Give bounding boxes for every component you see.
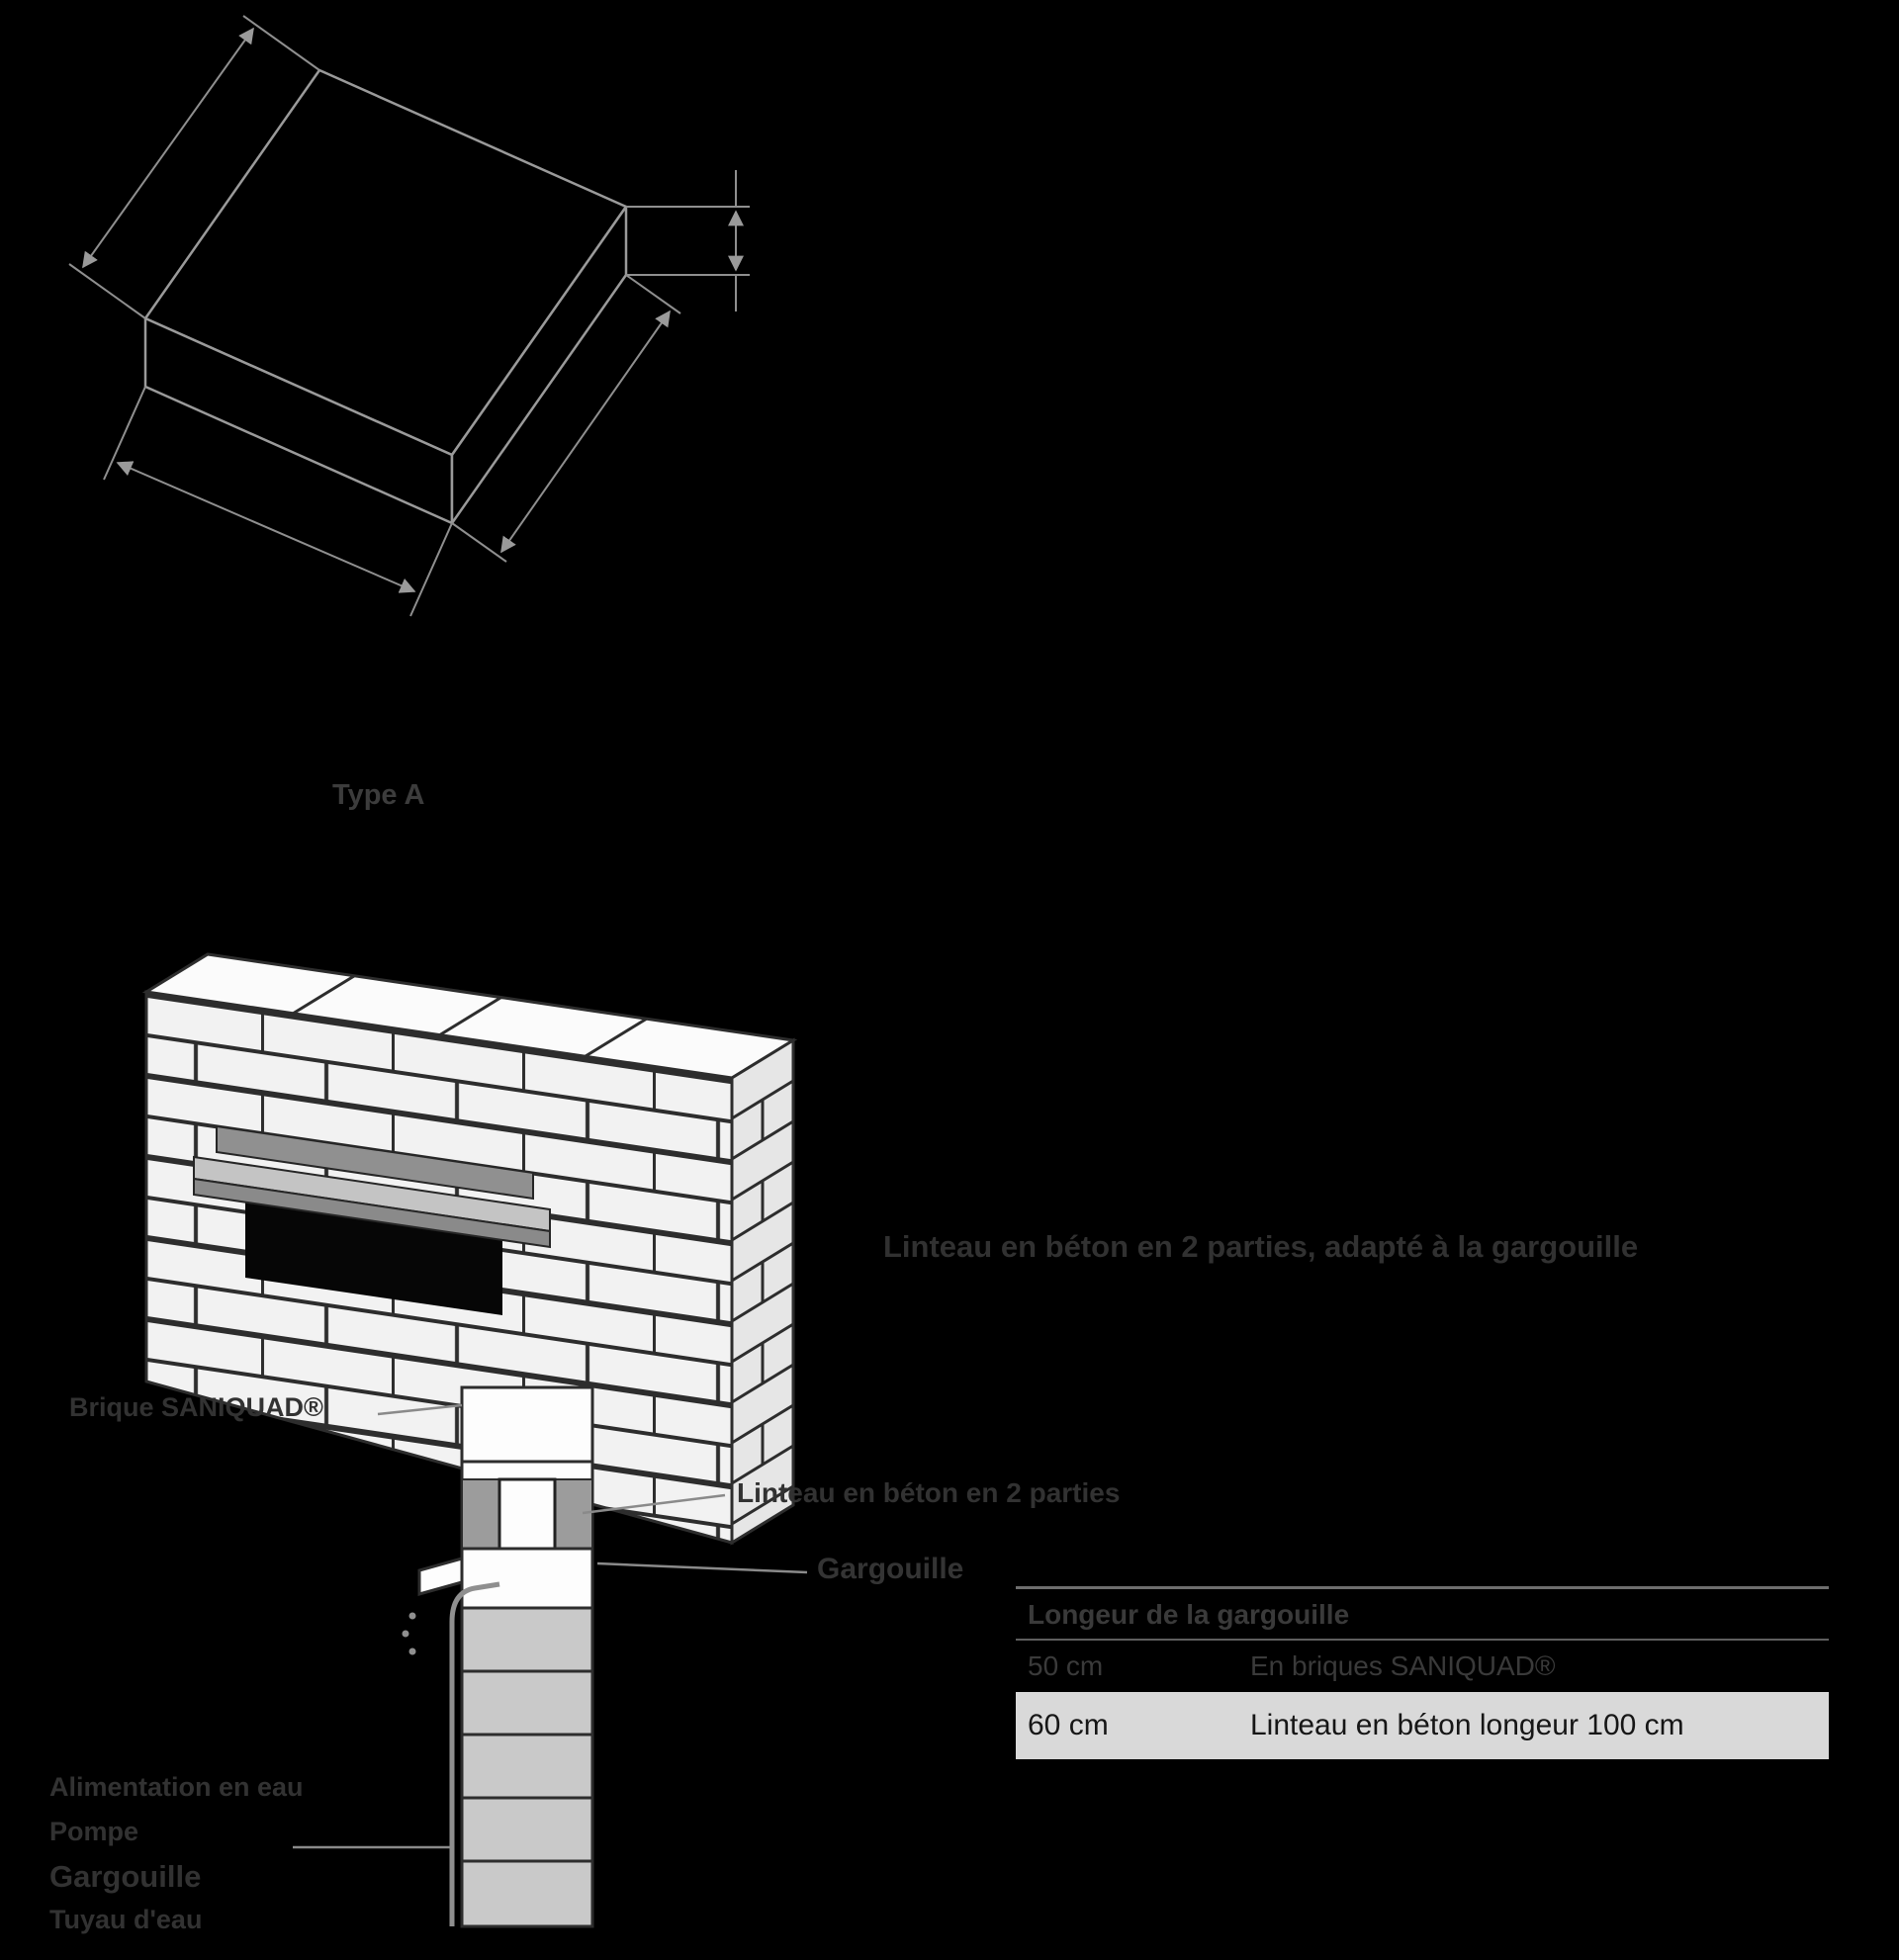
brick-callout-label: Brique SANIQUAD® (69, 1392, 323, 1422)
lintel-callout-label: Linteau en béton en 2 parties (737, 1477, 1121, 1508)
table-cell-length: 60 cm (1028, 1709, 1109, 1741)
leader-gargoyle-label (596, 1561, 808, 1574)
leader-brick-label (377, 1403, 463, 1416)
water-pipe (449, 1581, 500, 1926)
dimension-lines (68, 15, 750, 617)
lintel-part-1 (216, 1124, 534, 1201)
table-cell-solution: Linteau en béton longeur 100 cm (1250, 1709, 1684, 1741)
lintel-part-2-edge (193, 1177, 551, 1249)
leader-lintel-label (582, 1493, 726, 1515)
legend-water-supply: Alimentation en eau (49, 1772, 304, 1802)
table-cell-solution: En briques SANIQUAD® (1250, 1650, 1556, 1681)
section-lower-wall (460, 1606, 594, 1928)
table-row: 50 cm En briques SANIQUAD® (1016, 1641, 1829, 1692)
brick-wall-figure (141, 952, 798, 1546)
legend-block: Alimentation en eau Pompe Gargouille Tuy… (49, 1772, 304, 1935)
section-spout-course (460, 1547, 594, 1610)
gargoyle-spout (417, 1557, 464, 1596)
legend-gargoyle: Gargouille (49, 1859, 202, 1894)
cross-section-figure (402, 1385, 594, 1928)
wall-caption: Linteau en béton en 2 parties, adapté à … (883, 1229, 1639, 1264)
gargoyle-length-table: Longeur de la gargouille 50 cm En brique… (1016, 1586, 1829, 1759)
section-lintel-left (461, 1478, 500, 1550)
table-row-highlighted: 60 cm Linteau en béton longeur 100 cm (1016, 1692, 1829, 1759)
legend-water-pipe: Tuyau d'eau (49, 1905, 203, 1934)
legend-pump: Pompe (49, 1817, 139, 1846)
gargoyle-callout-label: Gargouille (817, 1553, 964, 1585)
lintel-isometric-figure (68, 15, 750, 617)
section-lintel-opening (497, 1477, 557, 1551)
water-drops (402, 1612, 416, 1655)
table-cell-length: 50 cm (1028, 1650, 1104, 1681)
figure-type-label: Type A (332, 779, 425, 811)
table-title: Longeur de la gargouille (1016, 1589, 1829, 1641)
section-lintel-right (554, 1478, 593, 1550)
leader-lines (293, 1403, 808, 1849)
section-top-brick (460, 1385, 594, 1464)
